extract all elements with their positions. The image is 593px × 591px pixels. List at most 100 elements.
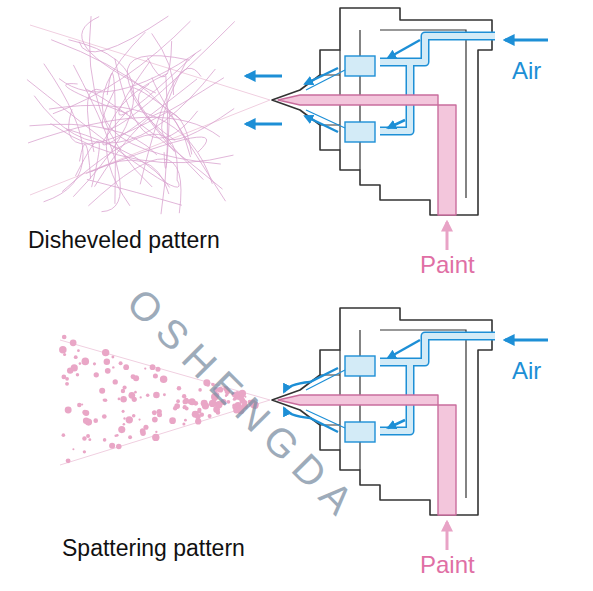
paint-droplet [72, 448, 74, 450]
paint-droplet [140, 396, 142, 398]
paint-droplet [173, 406, 177, 410]
paint-droplet [182, 423, 185, 426]
paint-strand [75, 141, 99, 187]
paint-droplet [128, 435, 132, 439]
pattern-caption: Spattering pattern [62, 536, 245, 561]
paint-strand [44, 64, 84, 202]
paint-droplet [126, 416, 133, 423]
paint-droplet [116, 444, 122, 450]
paint-droplet [157, 412, 162, 417]
paint-droplet [155, 431, 157, 433]
paint-droplet [140, 431, 145, 436]
paint-droplet [200, 413, 204, 417]
paint-droplet [112, 366, 114, 368]
paint-strand [82, 17, 156, 93]
paint-droplet [70, 339, 77, 346]
paint-strand [102, 32, 221, 164]
paint-droplet [83, 450, 86, 453]
paint-droplet [74, 355, 78, 359]
paint-strand [66, 84, 128, 114]
air-flow-arrow [246, 123, 282, 126]
paint-droplet [208, 414, 212, 418]
paint-strand [53, 21, 191, 114]
paint-droplet [94, 372, 99, 377]
paint-droplet [76, 373, 79, 376]
paint-droplet [123, 385, 127, 389]
paint-droplet [128, 392, 135, 399]
air-flow-arrow [246, 75, 282, 78]
paint-droplet [123, 364, 129, 370]
paint-droplet [77, 349, 80, 352]
paint-droplet [109, 443, 115, 449]
paint-droplet [118, 398, 121, 401]
paint-droplet [86, 434, 90, 438]
paint-droplet [93, 418, 98, 423]
paint-droplet [118, 426, 125, 433]
paint-droplet [103, 438, 107, 442]
paint-droplet [163, 393, 166, 396]
paint-droplet [102, 349, 109, 356]
air-label: Air [512, 358, 541, 384]
paint-droplet [152, 417, 158, 423]
paint-droplet [184, 398, 189, 403]
paint-droplet [144, 367, 146, 369]
paint-droplet [143, 425, 148, 430]
paint-droplet [77, 403, 81, 407]
paint-droplet [153, 374, 158, 379]
paint-flow-arrow [446, 522, 449, 550]
paint-droplet [134, 391, 137, 394]
paint-droplet [85, 419, 92, 426]
pattern-caption: Disheveled pattern [28, 228, 220, 253]
paint-droplet [131, 374, 136, 379]
paint-strand [80, 144, 91, 179]
watermark: OSHENGDA [119, 280, 369, 530]
paint-droplet [82, 436, 86, 440]
paint-strand [102, 21, 235, 129]
paint-droplet [114, 434, 117, 437]
paint-label: Paint [420, 252, 475, 278]
air-flow-arrow [284, 368, 338, 392]
paint-droplet [66, 458, 71, 463]
paint-droplet [104, 398, 107, 401]
paint-droplet [104, 359, 110, 365]
paint-strand [127, 56, 203, 180]
paint-droplet [132, 414, 136, 418]
paint-droplet [93, 362, 96, 365]
paint-droplet [105, 368, 111, 374]
paint-droplet [82, 358, 90, 366]
paint-droplet [201, 400, 208, 407]
paint-droplet [71, 364, 78, 371]
paint-droplet [63, 353, 66, 356]
paint-strand [34, 69, 215, 143]
paint-droplet [122, 410, 125, 413]
paint-droplet [192, 411, 199, 418]
spray-gun-section [272, 8, 548, 215]
air-flow-arrow [305, 68, 338, 84]
paint-droplet [123, 423, 126, 426]
paint-droplet [65, 407, 72, 414]
paint-droplet [169, 417, 176, 424]
paint-droplet [99, 388, 105, 394]
paint-droplet [183, 405, 187, 409]
paint-droplet [83, 410, 89, 416]
paint-droplet [146, 393, 150, 397]
paint-droplet [62, 433, 66, 437]
paint-droplet [111, 356, 114, 359]
paint-droplet [155, 367, 160, 372]
paint-droplet [119, 361, 123, 365]
paint-strand [68, 40, 133, 197]
paint-droplet [184, 419, 187, 422]
paint-droplet [61, 375, 66, 380]
paint-strand [94, 112, 191, 187]
paint-droplet [65, 382, 69, 386]
air-label: Air [512, 58, 541, 84]
paint-droplet [88, 438, 91, 441]
paint-droplet [59, 346, 66, 353]
paint-droplet [195, 418, 201, 424]
paint-strand [147, 41, 171, 77]
paint-droplet [102, 414, 107, 419]
paint-droplet [150, 364, 156, 370]
paint-droplet [177, 386, 181, 390]
